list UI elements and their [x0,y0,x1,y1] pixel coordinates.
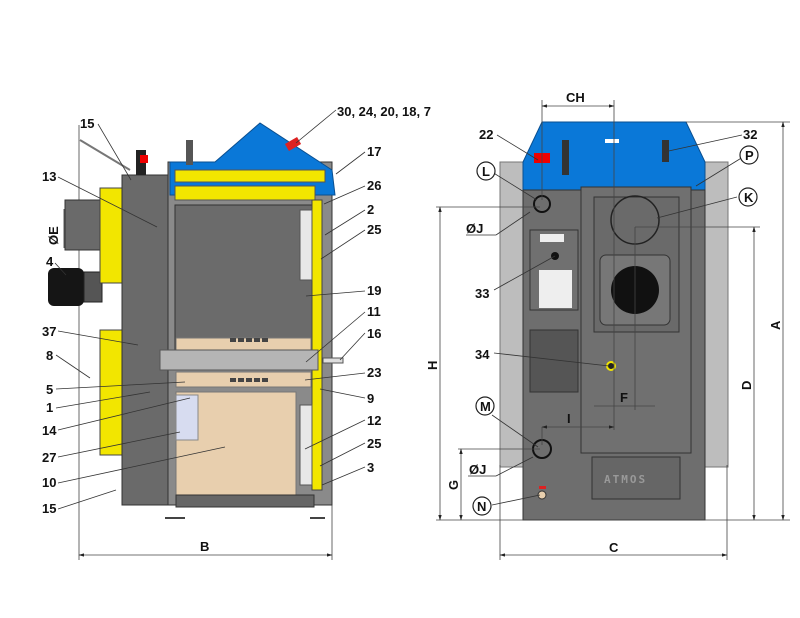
part-label: 5 [46,382,53,397]
part-label: 27 [42,450,56,465]
part-label: 10 [42,475,56,490]
part-label: 9 [367,391,374,406]
part-label: 12 [367,413,381,428]
part-label: 22 [479,127,493,142]
part-label: 23 [367,365,381,380]
fan-motor [48,268,84,306]
part-label: 1 [46,400,53,415]
dimension-A-label: A [768,320,783,330]
part-label: 34 [475,347,490,362]
circled-label-P: P [739,145,759,165]
part-label: 4 [46,254,54,269]
part-label: 26 [367,178,381,193]
diameter-J-top-label: ØJ [466,221,483,236]
circled-label-N: N [472,496,492,516]
diameter-J-bottom-label: ØJ [469,462,486,477]
part-label: 17 [367,144,381,159]
part-label: 15 [42,501,56,516]
dimension-D-label: D [739,381,754,390]
brand-label: ATMOS [604,473,647,486]
side-leaders [54,109,366,510]
circled-label-M: M [475,396,495,416]
dimension-CH-label: CH [566,90,585,105]
insulation-panel [99,187,123,284]
part-label: 25 [367,222,381,237]
dimension-B-label: B [200,539,209,554]
part-label: 3 [367,460,374,475]
part-label: 30, 24, 20, 18, 7 [337,104,431,119]
circled-label-K: K [738,187,758,207]
dimension-F-label: F [620,390,628,405]
part-label: 25 [367,436,381,451]
fuel-chamber [174,204,316,351]
circled-label-L: L [476,161,496,181]
part-label: 8 [46,348,53,363]
part-label: 32 [743,127,757,142]
brand-plate [591,456,681,500]
nozzle-bar [159,349,319,371]
part-label: 33 [475,286,489,301]
side-section-view: 15 13 ØE 4 37 8 5 1 14 27 10 15 30, 24, … [42,104,431,560]
part-label: 2 [367,202,374,217]
dimension-I-label: I [567,411,571,426]
svg-text:K: K [744,190,754,205]
flue-outlet [64,199,104,251]
part-label: 14 [42,423,57,438]
flue-diameter-label: ØE [46,226,61,245]
dimension-G-label: G [446,480,461,490]
blue-hood [169,122,336,196]
part-label: 37 [42,324,56,339]
rear-view: ATMOS CH A D H G F I C [425,90,790,560]
part-label: 15 [80,116,94,131]
svg-text:P: P [745,148,754,163]
part-label: 19 [367,283,381,298]
part-label: 11 [367,304,381,319]
svg-text:L: L [482,164,490,179]
svg-text:N: N [477,499,486,514]
svg-text:M: M [480,399,491,414]
part-label: 13 [42,169,56,184]
dimension-H-label: H [425,361,440,370]
part-label: 16 [367,326,381,341]
dimension-C-label: C [609,540,619,555]
